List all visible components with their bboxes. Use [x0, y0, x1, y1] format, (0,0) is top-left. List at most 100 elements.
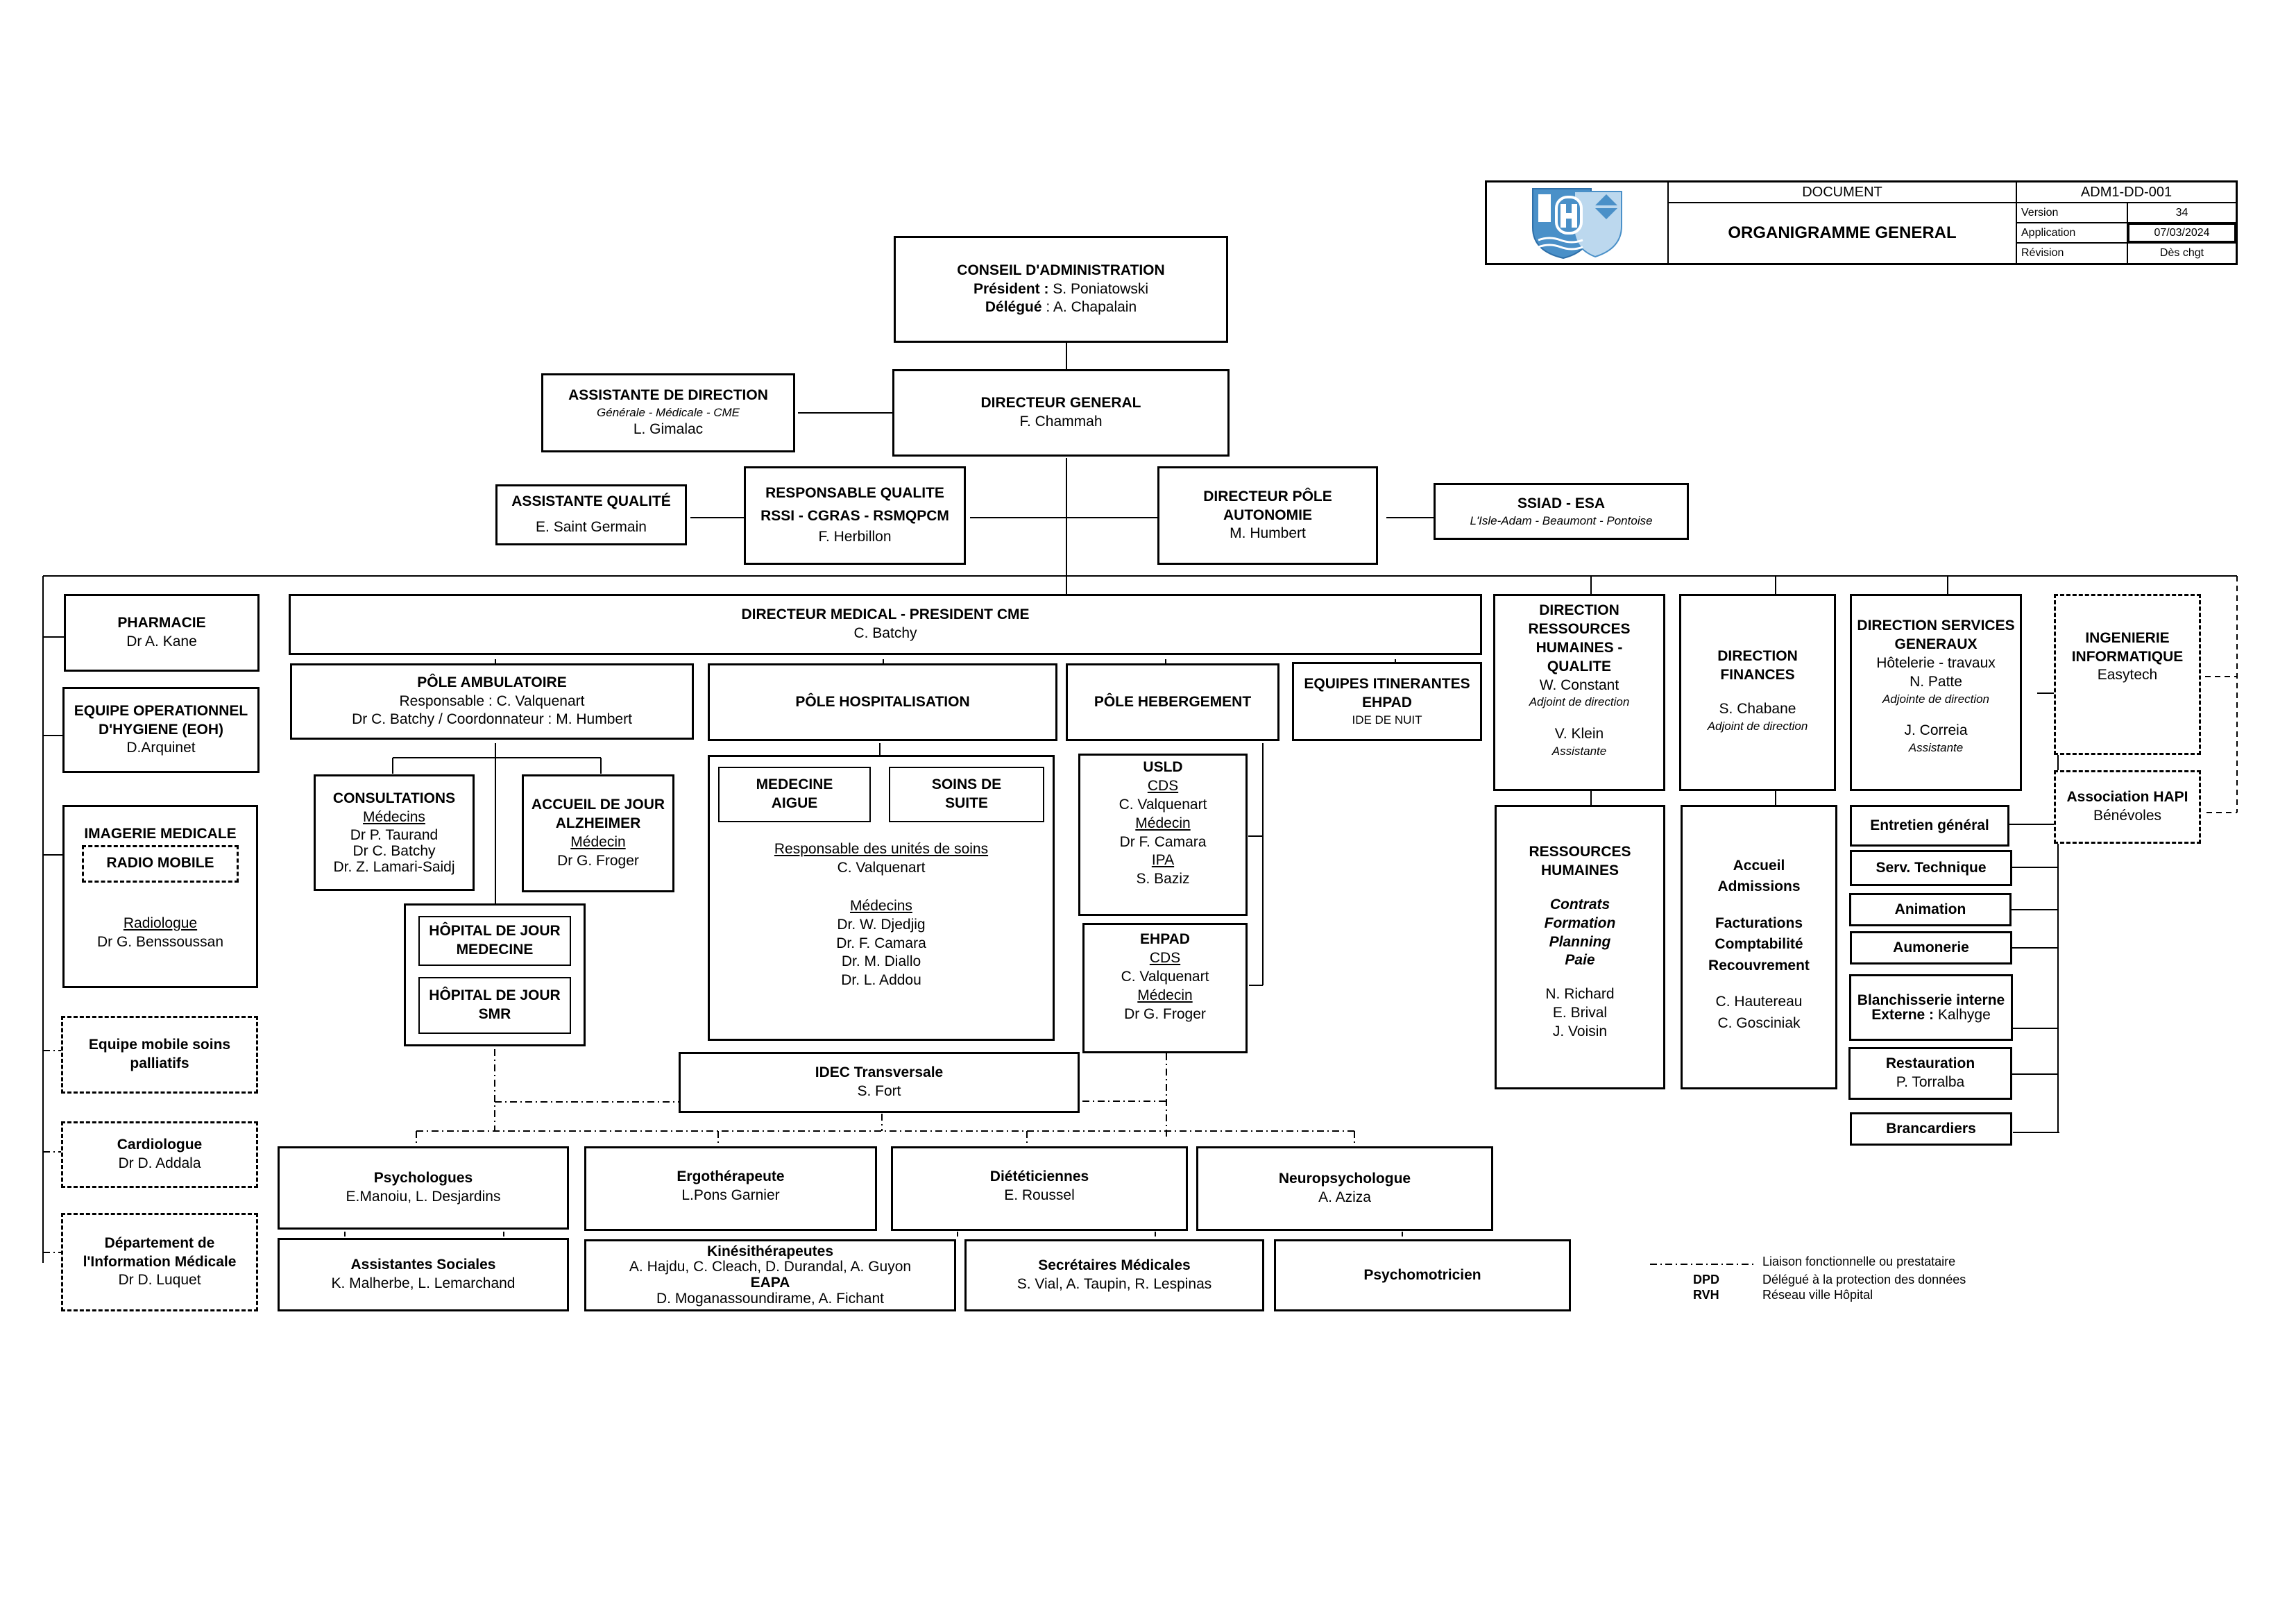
service-restauration-title: Restauration — [1885, 1055, 1975, 1072]
legend-abbr: DPD — [1693, 1273, 1720, 1286]
finances-service: Facturations — [1715, 915, 1803, 931]
idec-transversale-box: IDEC Transversale S. Fort — [679, 1052, 1080, 1113]
kinesitherapeutes-box: Kinésithérapeutes A. Hajdu, C. Cleach, D… — [584, 1239, 956, 1311]
conseil-administration-box: CONSEIL D'ADMINISTRATION Président : S. … — [894, 236, 1228, 343]
direction-finances-box: DIRECTION FINANCES S. Chabane Adjoint de… — [1679, 594, 1836, 791]
directeur-medical-box: DIRECTEUR MEDICAL - PRESIDENT CME C. Bat… — [289, 594, 1482, 655]
service-entretien-title: Entretien général — [1870, 817, 1989, 833]
hdj-medecine-box: HÔPITAL DE JOUR MEDECINE — [418, 916, 571, 967]
soins-palliatifs-box: Equipe mobile soins palliatifs — [61, 1016, 258, 1094]
idec-title: IDEC Transversale — [815, 1064, 944, 1081]
assistante-direction-box: ASSISTANTE DE DIRECTION Générale - Médic… — [541, 373, 795, 452]
usld-ipa-name: S. Baziz — [1136, 871, 1190, 887]
eoh-title-2: D'HYGIENE (EOH) — [98, 721, 223, 738]
eoh-title-1: EQUIPE OPERATIONNEL — [74, 702, 248, 719]
hdj-smr-box: HÔPITAL DE JOUR SMR — [418, 976, 571, 1034]
direction-rh-name2: V. Klein — [1554, 726, 1604, 742]
direction-rh-title: HUMAINES - — [1536, 639, 1623, 656]
service-brancardiers-title: Brancardiers — [1886, 1120, 1976, 1137]
rh-title: HUMAINES — [1540, 862, 1619, 878]
responsable-qualite-name: F. Herbillon — [818, 529, 892, 545]
psychologues-names: E.Manoiu, L. Desjardins — [346, 1189, 501, 1205]
direction-finances-title: FINANCES — [1720, 666, 1795, 683]
hospital-crest-logo-icon — [1532, 188, 1622, 260]
application-label: Application — [2016, 223, 2127, 243]
consultations-doctor: Dr P. Taurand — [350, 827, 439, 844]
itinerantes-subtitle: IDE DE NUIT — [1352, 713, 1422, 726]
assistante-qualite-title: ASSISTANTE QUALITÉ — [511, 493, 671, 510]
usld-cds-name: C. Valquenart — [1119, 796, 1207, 813]
radiologue-label: Radiologue — [123, 915, 198, 931]
neuropsychologue-names: A. Aziza — [1318, 1189, 1371, 1205]
usld-cds-label: CDS — [1147, 777, 1179, 794]
consultations-doctor: Dr C. Batchy — [352, 843, 436, 860]
service-restauration-box: Restauration P. Torralba — [1848, 1047, 2012, 1100]
eapa-title: EAPA — [750, 1275, 790, 1291]
itinerantes-title-1: EQUIPES ITINERANTES — [1304, 676, 1470, 692]
imagerie-title: IMAGERIE MEDICALE — [84, 826, 237, 842]
president-label: Président : — [973, 280, 1049, 297]
finances-detail-box: Accueil Admissions Facturations Comptabi… — [1681, 805, 1837, 1089]
document-code: ADM1-DD-001 — [2016, 182, 2236, 203]
psychomotricien-box: Psychomotricien — [1274, 1239, 1571, 1311]
hapi-name: Bénévoles — [2093, 808, 2162, 824]
ergotherapeute-title: Ergothérapeute — [677, 1169, 785, 1184]
direction-finances-name: S. Chabane — [1719, 700, 1796, 717]
assistante-direction-title: ASSISTANTE DE DIRECTION — [568, 387, 768, 404]
rh-title: RESSOURCES — [1529, 844, 1631, 860]
soins-palliatifs-title-1: Equipe mobile soins — [88, 1037, 231, 1053]
kine-title: Kinésithérapeutes — [706, 1243, 834, 1259]
finances-service: Recouvrement — [1708, 957, 1810, 974]
direction-rh-title: RESSOURCES — [1528, 620, 1631, 637]
finances-service: Accueil — [1733, 858, 1785, 874]
secretaires-medicales-box: Secrétaires Médicales S. Vial, A. Taupin… — [964, 1239, 1264, 1311]
service-blanchisserie-title: Blanchisserie interne — [1857, 992, 2005, 1008]
service-technique-box: Serv. Technique — [1850, 850, 2012, 886]
ingenierie-informatique-box: INGENIERIE INFORMATIQUE Easytech — [2054, 594, 2201, 755]
dieteticiennes-names: E. Roussel — [1004, 1187, 1075, 1203]
dg-name: F. Chammah — [1019, 414, 1103, 430]
pole-ambulatoire-box: PÔLE AMBULATOIRE Responsable : C. Valque… — [290, 663, 694, 740]
ssiad-subtitle: L'Isle-Adam - Beaumont - Pontoise — [1470, 513, 1653, 527]
neuropsychologue-title: Neuropsychologue — [1278, 1171, 1411, 1187]
ehpad-title: EHPAD — [1140, 931, 1190, 947]
imagerie-medicale-box: IMAGERIE MEDICALE RADIO MOBILE Radiologu… — [62, 805, 258, 988]
finances-service: Admissions — [1717, 878, 1801, 895]
usld-title: USLD — [1143, 759, 1183, 775]
soins-suite-line1: SOINS DE — [931, 776, 1002, 793]
service-restauration-name: P. Torralba — [1896, 1074, 1965, 1090]
alzheimer-title-1: ACCUEIL DE JOUR — [531, 797, 665, 813]
psychologues-title: Psychologues — [373, 1170, 473, 1187]
hospitalisation-doctor: Dr. F. Camara — [836, 935, 926, 951]
assistantes-sociales-names: K. Malherbe, L. Lemarchand — [331, 1275, 516, 1291]
autonomie-title-2: AUTONOMIE — [1223, 507, 1312, 523]
pole-hospitalisation-box: PÔLE HOSPITALISATION — [708, 663, 1057, 741]
ssiad-title: SSIAD - ESA — [1517, 495, 1606, 511]
version-value: 34 — [2127, 203, 2236, 223]
directeur-medical-name: C. Batchy — [853, 625, 917, 641]
ergotherapeute-names: L.Pons Garnier — [681, 1187, 780, 1203]
directeur-medical-title: DIRECTEUR MEDICAL - PRESIDENT CME — [741, 606, 1030, 623]
usld-medecin-name: Dr F. Camara — [1119, 833, 1207, 850]
usld-ipa-label: IPA — [1151, 852, 1175, 869]
assistantes-sociales-title: Assistantes Sociales — [350, 1257, 496, 1273]
direction-services-generaux-box: DIRECTION SERVICES GENERAUX Hôtelerie - … — [1850, 594, 2022, 791]
pole-hospitalisation-title: PÔLE HOSPITALISATION — [795, 693, 970, 710]
direction-rh-title: DIRECTION — [1539, 602, 1619, 618]
ingenierie-name: Easytech — [2097, 667, 2158, 683]
rh-staff: E. Brival — [1552, 1005, 1608, 1021]
alzheimer-role: Médecin — [570, 833, 626, 850]
rh-staff: J. Voisin — [1552, 1023, 1608, 1039]
direction-rh-box: DIRECTION RESSOURCES HUMAINES - QUALITE … — [1493, 594, 1665, 791]
document-title: ORGANIGRAMME GENERAL — [1668, 203, 2016, 264]
radio-mobile-box: RADIO MOBILE — [82, 844, 239, 883]
directeur-general-box: DIRECTEUR GENERAL F. Chammah — [892, 369, 1230, 457]
ssiad-esa-box: SSIAD - ESA L'Isle-Adam - Beaumont - Pon… — [1434, 483, 1689, 540]
eoh-name: D.Arquinet — [126, 740, 196, 756]
ehpad-cds-name: C. Valquenart — [1121, 968, 1209, 985]
hdj-medecine-line2: MEDECINE — [456, 942, 534, 958]
pole-ambulatoire-line2: Dr C. Batchy / Coordonnateur : M. Humber… — [352, 711, 632, 728]
kine-names: A. Hajdu, C. Cleach, D. Durandal, A. Guy… — [629, 1259, 912, 1275]
consultations-role: Médecins — [363, 809, 425, 826]
cardiologue-name: Dr D. Addala — [118, 1155, 201, 1171]
